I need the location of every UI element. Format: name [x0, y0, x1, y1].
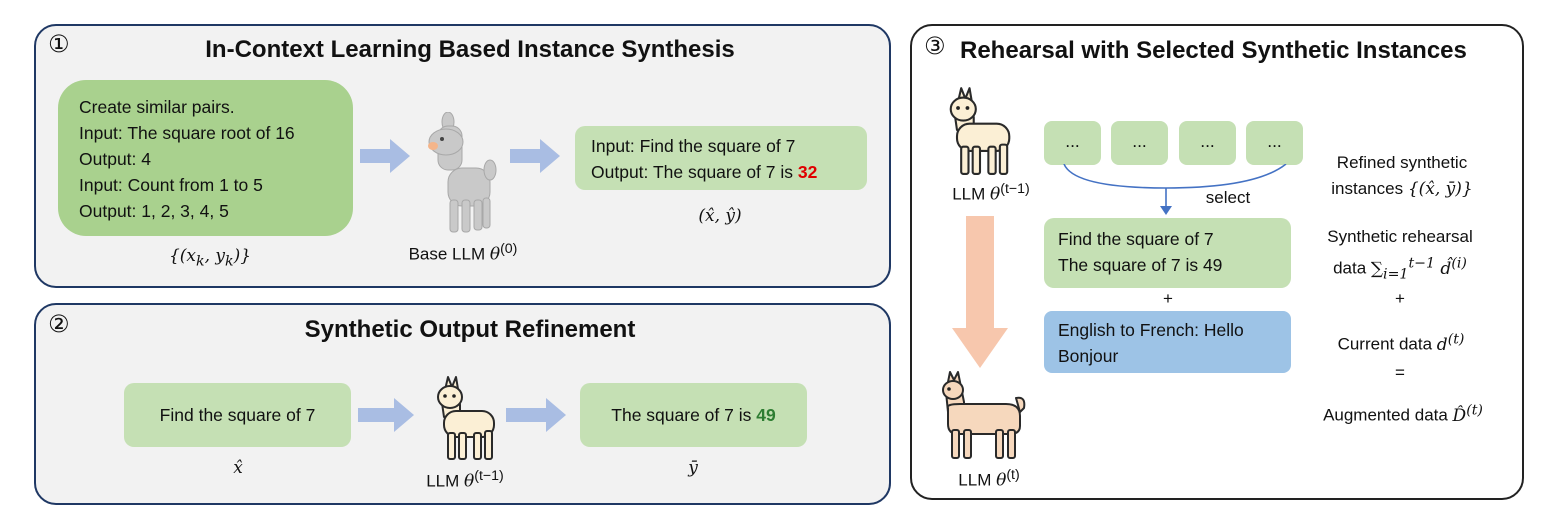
synthetic-instance-label: (x̂, ŷ) — [698, 206, 742, 226]
side-equals: = — [1395, 363, 1405, 382]
prompt-label: {(xk, yk)} — [168, 246, 252, 270]
candidate-box: ... — [1179, 121, 1236, 165]
panel3-number: ③ — [924, 32, 946, 60]
panel2-number: ② — [48, 310, 70, 338]
plus-sign: + — [1163, 289, 1173, 308]
selected-input-line: Find the square of 7 — [1058, 229, 1214, 249]
current-data-box: English to French: Hello Bonjour — [1044, 311, 1291, 373]
arrow-right-icon — [506, 398, 566, 432]
refined-instances-note: Refined synthetic instances {(x̂, ȳ)} — [1331, 153, 1473, 199]
augmented-data-note: Augmented data D̂(t) — [1323, 402, 1483, 426]
candidate-box: ... — [1111, 121, 1168, 165]
candidate-box: ... — [1246, 121, 1303, 165]
arrow-down-icon — [952, 216, 1008, 368]
icl-prompt-box: Create similar pairs. Input: The square … — [58, 80, 353, 236]
selected-instance-box: Find the square of 7 The square of 7 is … — [1044, 218, 1291, 288]
refine-llm-label: LLM θ(t−1) — [426, 468, 504, 492]
prompt-line: Input: The square root of 16 — [79, 123, 295, 143]
refine-input-label: x̂ — [233, 458, 243, 478]
synthetic-output-line: Output: The square of 7 is 32 — [591, 162, 818, 182]
panel1-number: ① — [48, 30, 70, 58]
panel2-title: Synthetic Output Refinement — [304, 316, 636, 343]
arrow-right-icon — [360, 139, 410, 173]
panel3-title: Rehearsal with Selected Synthetic Instan… — [960, 37, 1467, 64]
refined-output-text: The square of 7 is — [611, 405, 757, 425]
synthetic-instance-box: Input: Find the square of 7 Output: The … — [575, 126, 867, 190]
llama-cream-icon — [949, 87, 1011, 175]
arrow-right-icon — [358, 398, 414, 432]
selected-output-line: The square of 7 is 49 — [1058, 255, 1223, 275]
current-data-note: Current data d(t) — [1337, 331, 1465, 355]
rehearsal-data-note: Synthetic rehearsal data ∑i=1t−1 d̂(i) — [1327, 227, 1473, 283]
refine-input-text: Find the square of 7 — [159, 405, 316, 425]
panel1-title: In-Context Learning Based Instance Synth… — [205, 36, 735, 63]
base-llm-label: Base LLM θ(0) — [408, 241, 518, 265]
prompt-line: Create similar pairs. — [79, 97, 235, 117]
llama-tan-icon — [942, 371, 1026, 459]
refine-input-box: Find the square of 7 — [124, 383, 351, 447]
arrow-right-icon — [510, 139, 560, 173]
llama-grey-icon — [428, 112, 497, 233]
refined-output-box: The square of 7 is 49 — [580, 383, 807, 447]
prompt-line: Output: 1, 2, 3, 4, 5 — [79, 201, 229, 221]
llama-cream-icon — [437, 376, 495, 460]
candidate-box: ... — [1044, 121, 1101, 165]
rehearsal-new-llm-label: LLM θ(t) — [958, 467, 1020, 491]
prompt-line: Output: 4 — [79, 149, 151, 169]
refined-output-label: ȳ — [688, 458, 698, 478]
prompt-line: Input: Count from 1 to 5 — [79, 175, 263, 195]
wrong-answer: 32 — [797, 162, 818, 182]
synthetic-input-line: Input: Find the square of 7 — [591, 136, 796, 156]
side-plus: + — [1395, 289, 1405, 308]
select-label: select — [1205, 188, 1251, 207]
rehearsal-old-llm-label: LLM θ(t−1) — [952, 181, 1030, 205]
select-connector — [1063, 164, 1287, 215]
current-data-text: English to French: Hello Bonjour — [1058, 320, 1244, 366]
correct-answer: 49 — [756, 405, 776, 425]
